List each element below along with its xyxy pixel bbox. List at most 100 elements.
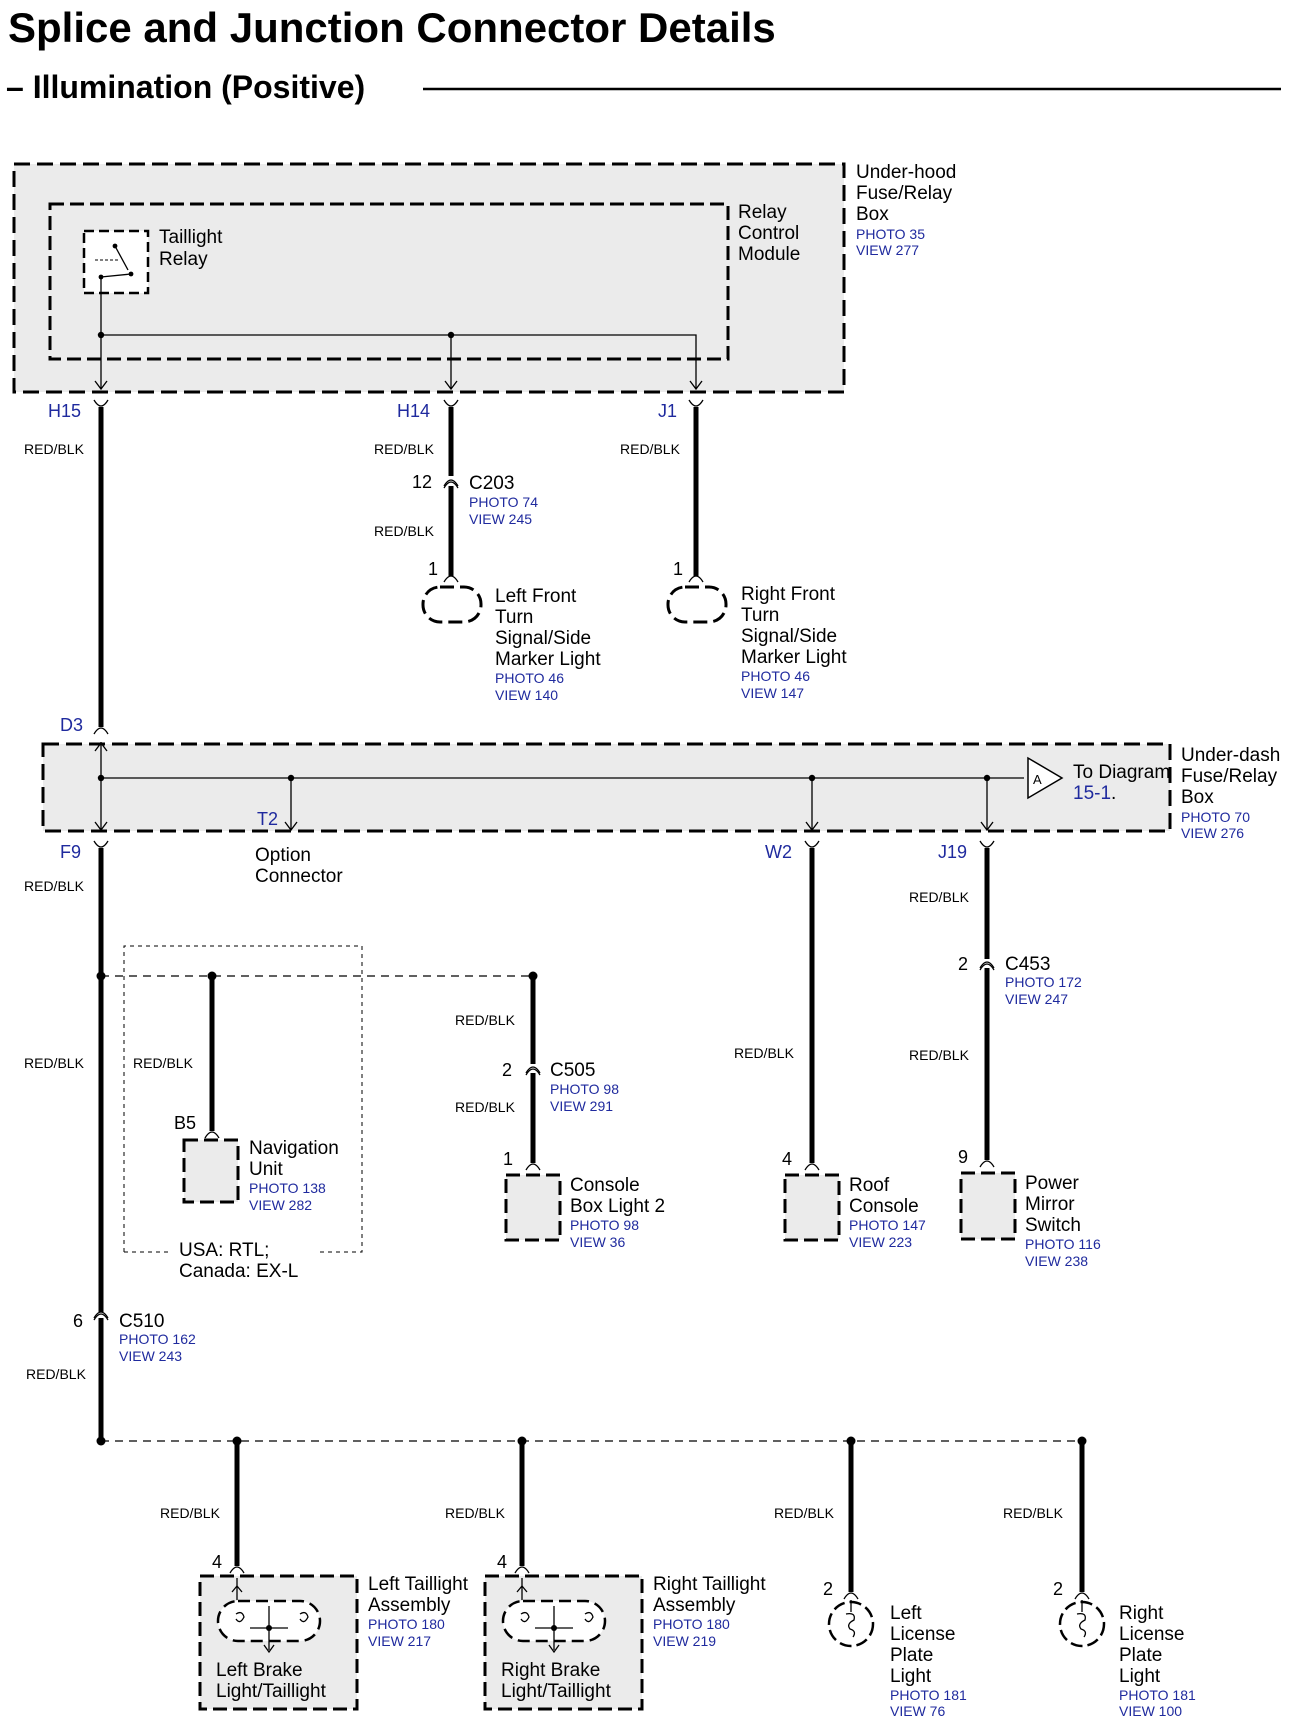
svg-text:Box Light 2: Box Light 2: [570, 1196, 665, 1217]
svg-text:VIEW 238: VIEW 238: [1025, 1253, 1088, 1269]
svg-text:1: 1: [428, 559, 438, 579]
wire-label-h15: RED/BLK: [24, 441, 85, 457]
pin-j19: J19: [938, 842, 967, 862]
underdash-box-outline: [41, 742, 1172, 833]
pin-h15: H15: [48, 401, 81, 421]
svg-text:Fuse/Relay: Fuse/Relay: [1181, 766, 1278, 787]
svg-text:RED/BLK: RED/BLK: [1003, 1505, 1064, 1521]
c203-view: VIEW 245: [469, 511, 532, 527]
svg-text:4: 4: [782, 1149, 792, 1169]
left-license-label: Left: [890, 1603, 922, 1624]
svg-text:VIEW 219: VIEW 219: [653, 1633, 716, 1649]
svg-text:RED/BLK: RED/BLK: [455, 1012, 516, 1028]
svg-text:9: 9: [958, 1147, 968, 1167]
svg-text:Connector: Connector: [255, 866, 343, 887]
svg-text:RED/BLK: RED/BLK: [133, 1055, 194, 1071]
svg-text:Console: Console: [849, 1196, 919, 1217]
right-taillight-label: Right Taillight: [653, 1574, 766, 1595]
svg-text:1: 1: [503, 1149, 513, 1169]
svg-text:Assembly: Assembly: [368, 1595, 451, 1616]
left-front-turn-signal-light: 1 Left Front Turn Signal/Side Marker Lig…: [421, 559, 601, 703]
svg-text:PHOTO 46: PHOTO 46: [495, 670, 564, 686]
svg-text:License: License: [1119, 1624, 1185, 1645]
svg-text:PHOTO 98: PHOTO 98: [570, 1217, 639, 1233]
svg-text:PHOTO 70: PHOTO 70: [1181, 809, 1250, 825]
svg-text:RED/BLK: RED/BLK: [455, 1099, 516, 1115]
svg-text:A: A: [1033, 772, 1042, 787]
svg-text:Assembly: Assembly: [653, 1595, 736, 1616]
underhood-fuse-relay-box: Under-hood Fuse/Relay Box PHOTO 35 VIEW …: [12, 162, 956, 394]
svg-text:RED/BLK: RED/BLK: [24, 1055, 85, 1071]
svg-text:VIEW 217: VIEW 217: [368, 1633, 431, 1649]
relay-control-module-label: Relay: [738, 202, 787, 223]
svg-text:Mirror: Mirror: [1025, 1194, 1075, 1215]
c505-label: C505: [550, 1060, 595, 1081]
svg-text:RED/BLK: RED/BLK: [909, 889, 970, 905]
right-license-plate-light: 2 Right License Plate Light PHOTO 181 VI…: [1053, 1579, 1196, 1719]
nav-option-region: [123, 945, 363, 1253]
svg-text:VIEW 223: VIEW 223: [849, 1234, 912, 1250]
c453-label: C453: [1005, 954, 1050, 975]
nav-option-note: USA: RTL;: [179, 1240, 269, 1261]
console-box-light-label: Console: [570, 1175, 640, 1196]
left-front-turn-label: Left Front: [495, 586, 577, 607]
svg-text:Turn: Turn: [495, 607, 533, 628]
power-mirror-switch: 9 Power Mirror Switch PHOTO 116 VIEW 238: [958, 1147, 1101, 1269]
svg-text:Signal/Side: Signal/Side: [741, 626, 837, 647]
svg-text:2: 2: [502, 1060, 512, 1080]
pin-f9: F9: [60, 842, 81, 862]
svg-text:2: 2: [823, 1579, 833, 1599]
underhood-box-photo: PHOTO 35: [856, 226, 925, 242]
power-mirror-switch-label: Power: [1025, 1173, 1080, 1194]
option-connector: Option Connector: [255, 845, 343, 887]
c510-label: C510: [119, 1311, 164, 1332]
svg-text:PHOTO 172: PHOTO 172: [1005, 974, 1082, 990]
svg-text:RED/BLK: RED/BLK: [620, 441, 681, 457]
relay-control-module-outline: [48, 202, 730, 361]
right-taillight-assembly: 4 Right Brake Light/Taillight Right Tail…: [483, 1552, 766, 1711]
svg-text:VIEW 247: VIEW 247: [1005, 991, 1068, 1007]
svg-text:PHOTO 181: PHOTO 181: [1119, 1687, 1196, 1703]
right-front-turn-signal-light: 1 Right Front Turn Signal/Side Marker Li…: [666, 559, 847, 701]
svg-text:PHOTO 180: PHOTO 180: [653, 1616, 730, 1632]
svg-text:VIEW 36: VIEW 36: [570, 1234, 625, 1250]
svg-text:6: 6: [73, 1311, 83, 1331]
svg-text:2: 2: [958, 954, 968, 974]
underhood-box-label: Under-hood: [856, 162, 956, 183]
svg-text:PHOTO 116: PHOTO 116: [1025, 1236, 1101, 1252]
svg-text:VIEW 282: VIEW 282: [249, 1197, 312, 1213]
svg-text:RED/BLK: RED/BLK: [160, 1505, 221, 1521]
connector-c510: 6 C510 PHOTO 162 VIEW 243: [73, 1311, 196, 1364]
svg-text:PHOTO 46: PHOTO 46: [741, 668, 810, 684]
console-box-light: 1 Console Box Light 2 PHOTO 98 VIEW 36: [503, 1149, 665, 1250]
c203-photo: PHOTO 74: [469, 494, 538, 510]
svg-text:Turn: Turn: [741, 605, 779, 626]
svg-text:Light/Taillight: Light/Taillight: [501, 1681, 612, 1702]
svg-text:4: 4: [212, 1552, 222, 1572]
svg-text:Plate: Plate: [890, 1645, 933, 1666]
svg-text:Control: Control: [738, 223, 799, 244]
svg-text:Module: Module: [738, 244, 800, 265]
svg-text:4: 4: [497, 1552, 507, 1572]
pin-d3: D3: [60, 715, 83, 735]
page-subtitle: – Illumination (Positive): [6, 69, 365, 105]
svg-text:PHOTO 98: PHOTO 98: [550, 1081, 619, 1097]
c203-label: C203: [469, 473, 514, 494]
left-brake-light-label: Left Brake: [216, 1660, 303, 1681]
page-title: Splice and Junction Connector Details: [8, 4, 776, 51]
svg-text:VIEW 243: VIEW 243: [119, 1348, 182, 1364]
left-taillight-label: Left Taillight: [368, 1574, 469, 1595]
navigation-unit: Navigation Unit PHOTO 138 VIEW 282: [182, 1138, 339, 1213]
to-diagram-label: To Diagram: [1073, 762, 1170, 783]
to-diagram-marker: A To Diagram 15-1 .: [1027, 756, 1170, 804]
svg-text:Marker Light: Marker Light: [495, 649, 601, 670]
underdash-fuse-relay-box: A To Diagram 15-1 . Under-dash Fuse/Rela…: [41, 741, 1280, 841]
svg-text:VIEW 140: VIEW 140: [495, 687, 558, 703]
right-front-turn-label: Right Front: [741, 584, 836, 605]
navigation-unit-label: Navigation: [249, 1138, 339, 1159]
svg-text:2: 2: [1053, 1579, 1063, 1599]
svg-text:Box: Box: [1181, 787, 1214, 808]
svg-text:RED/BLK: RED/BLK: [909, 1047, 970, 1063]
svg-text:Unit: Unit: [249, 1159, 284, 1180]
underhood-box-view: VIEW 277: [856, 242, 919, 258]
